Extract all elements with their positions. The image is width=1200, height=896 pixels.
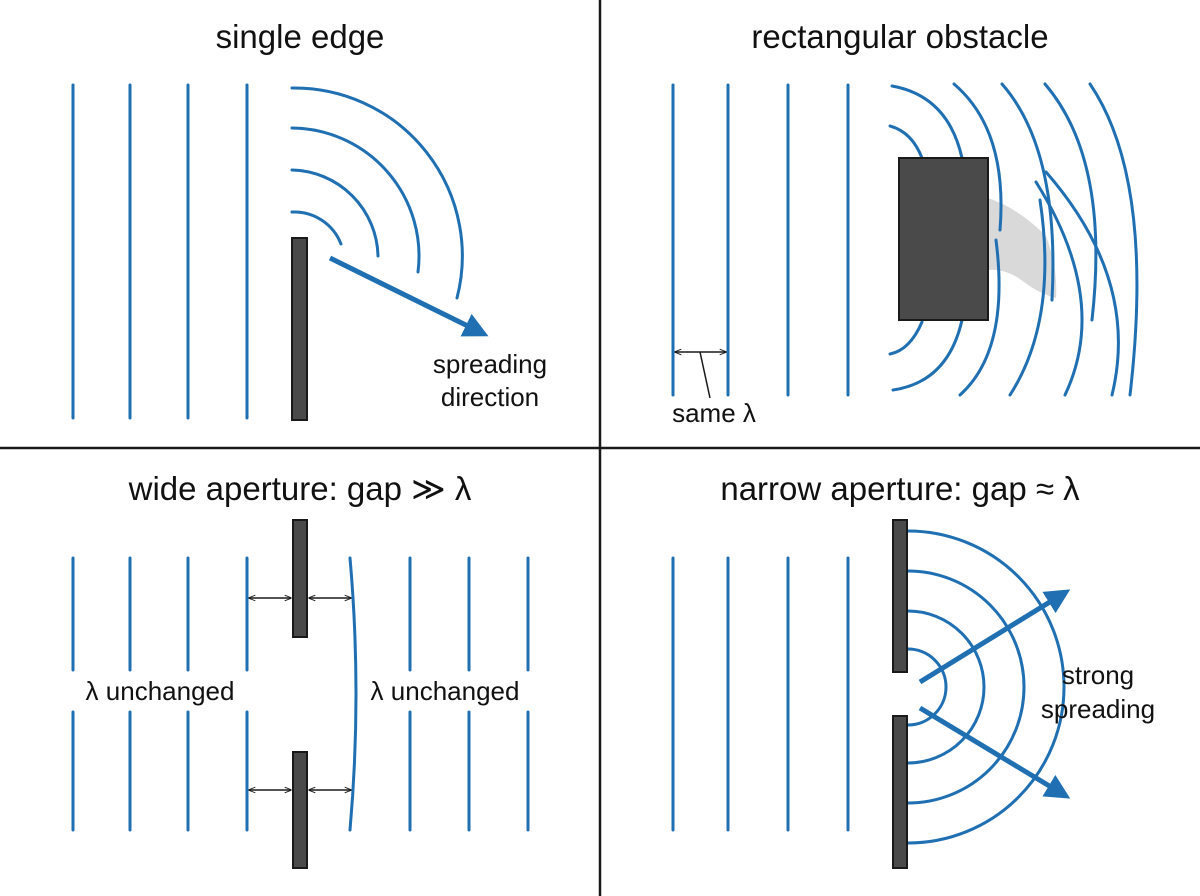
panel-narrow-aperture: narrow aperture: gap ≈ λ strong spreadin… <box>671 470 1155 869</box>
incident-wavefronts <box>71 83 249 420</box>
wavefront <box>348 556 358 832</box>
gap-dimension-markers <box>249 598 351 790</box>
diffracted-arc <box>891 318 964 392</box>
diffracted-arc <box>890 84 964 160</box>
diffracted-arc <box>290 126 421 274</box>
diffracted-arc <box>952 82 1003 232</box>
panel-single-edge: single edge spreading direction <box>71 18 547 421</box>
diffracted-arc <box>290 86 464 300</box>
diffracted-arc <box>906 609 986 765</box>
diffracted-arc <box>888 320 924 356</box>
panel-title-wide-aperture: wide aperture: gap ≫ λ <box>128 470 472 507</box>
strong-spreading-line2: spreading <box>1041 694 1155 724</box>
narrow-aperture-barrier-bottom <box>892 715 908 869</box>
spreading-arrow-down <box>918 705 1071 799</box>
strong-spreading-line1: strong <box>1062 660 1134 690</box>
aperture-barrier-bottom <box>292 751 308 869</box>
edge-barrier <box>291 237 308 421</box>
panel-title-rectangular-obstacle: rectangular obstacle <box>751 18 1048 55</box>
panel-rectangular-obstacle: rectangular obstacle <box>671 18 1139 428</box>
wavelength-leader <box>699 351 711 399</box>
diffracted-wavefronts-bottom <box>888 170 1120 397</box>
diffracted-wavefronts <box>290 86 464 300</box>
semicircular-wavefronts <box>906 529 1066 845</box>
diffracted-arc <box>958 238 1001 397</box>
diffracted-arc <box>1044 170 1120 397</box>
diffracted-arc <box>290 168 380 258</box>
transmitted-wavefronts <box>348 556 530 832</box>
diffracted-arc <box>1043 82 1098 322</box>
panel-title-narrow-aperture: narrow aperture: gap ≈ λ <box>720 470 1080 507</box>
wavelength-unchanged-right: λ unchanged <box>371 676 520 706</box>
spreading-arrow-up <box>918 589 1071 685</box>
diffracted-wavefronts-top <box>888 82 1139 397</box>
wavelength-indicator: same λ <box>672 352 756 428</box>
spreading-label-line1: spreading <box>433 349 547 379</box>
panel-wide-aperture: wide aperture: gap ≫ λ <box>71 470 530 869</box>
wavelength-unchanged-left: λ unchanged <box>86 676 235 706</box>
incident-wavefronts <box>671 83 850 397</box>
diffracted-arc <box>1034 180 1084 397</box>
diffracted-arc <box>906 569 1026 805</box>
incident-wavefronts <box>71 556 249 832</box>
diffracted-arc <box>1008 198 1047 397</box>
rectangular-obstacle <box>898 157 989 321</box>
wavelength-label: same λ <box>672 398 756 428</box>
diffracted-arc <box>906 647 948 727</box>
diffracted-arc <box>1088 82 1139 397</box>
incident-wavefronts <box>671 556 850 832</box>
narrow-aperture-barrier-top <box>892 519 908 673</box>
spreading-label-line2: direction <box>441 382 539 412</box>
diffracted-arc <box>888 124 924 160</box>
overlap-shadow <box>988 198 1057 298</box>
spreading-arrow <box>328 255 489 337</box>
aperture-barrier-top <box>292 519 308 638</box>
diffracted-arc <box>1000 82 1055 302</box>
panel-title-single-edge: single edge <box>216 18 385 55</box>
diffracted-arc <box>290 210 343 246</box>
diffracted-arc <box>906 529 1066 845</box>
